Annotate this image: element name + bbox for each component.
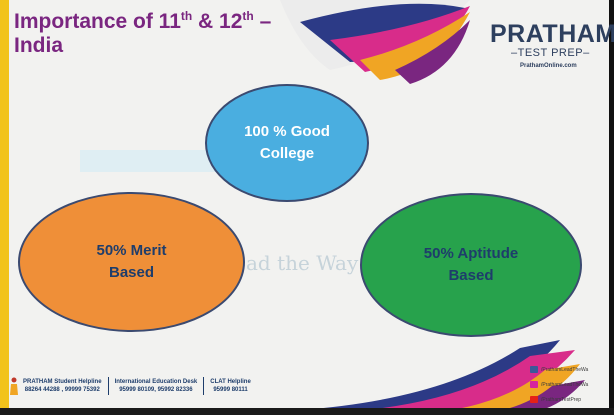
youtube-handle: /PrathamTestPrep bbox=[541, 396, 582, 403]
logo-sub: –TEST PREP– bbox=[511, 47, 590, 59]
student-helpline-title: PRATHAM Student Helpline bbox=[23, 379, 102, 385]
watermark-text: ad the Way bbox=[246, 251, 359, 275]
title-dash: – bbox=[253, 10, 272, 33]
logo-name: PRATHAM bbox=[490, 20, 614, 48]
student-helpline-numbers: 88264 44288 , 99999 75392 bbox=[24, 387, 100, 393]
instagram-handle: /PrathamLeadTheWa bbox=[541, 381, 589, 388]
person-icon bbox=[10, 377, 18, 395]
bubble-merit-based-label: 50% Merit Based bbox=[96, 242, 167, 281]
bubble-merit-based: 50% Merit Based bbox=[18, 192, 245, 332]
title-line-2: India bbox=[14, 34, 64, 57]
bottom-bar bbox=[0, 408, 614, 415]
right-edge bbox=[609, 0, 614, 415]
facebook-handle: /PrathamLeadTheWa bbox=[541, 366, 589, 373]
top-swoosh bbox=[280, 0, 470, 84]
intl-desk-numbers: 95999 80109, 95992 82336 bbox=[119, 387, 193, 393]
slide-title: Importance of 11th & 12th – India bbox=[14, 4, 271, 58]
footer-divider bbox=[203, 377, 205, 395]
footer-divider bbox=[107, 377, 109, 395]
left-accent-bar bbox=[0, 0, 9, 415]
title-text-2: & 12 bbox=[192, 10, 243, 33]
instagram-icon bbox=[530, 381, 538, 388]
clat-helpline-title: CLAT Helpline bbox=[210, 379, 251, 385]
clat-helpline-numbers: 95999 80111 bbox=[213, 387, 248, 393]
bubble-good-college: 100 % Good College bbox=[205, 84, 369, 202]
facebook-icon bbox=[530, 366, 538, 373]
youtube-icon bbox=[530, 396, 538, 403]
social-facebook: /PrathamLeadTheWa bbox=[530, 366, 588, 373]
bubble-good-college-label: 100 % Good College bbox=[244, 123, 330, 162]
bubble-aptitude-based-label: 50% Aptitude Based bbox=[423, 245, 519, 284]
title-sup-1: th bbox=[180, 9, 193, 23]
intl-desk-title: International Education Desk bbox=[114, 379, 198, 385]
social-youtube: /PrathamTestPrep bbox=[530, 396, 581, 403]
bottom-swoosh bbox=[300, 340, 585, 415]
logo-url: PrathamOnline.com bbox=[520, 63, 577, 69]
logo-sub-text: TEST PREP bbox=[517, 47, 584, 59]
student-helpline: PRATHAM Student Helpline 88264 44288 , 9… bbox=[23, 378, 102, 394]
intl-desk: International Education Desk 95999 80109… bbox=[115, 378, 198, 394]
title-sup-2: th bbox=[242, 9, 254, 23]
social-instagram: /PrathamLeadTheWa bbox=[530, 381, 588, 388]
title-text-1: Importance of 11 bbox=[14, 10, 181, 33]
clat-helpline: CLAT Helpline 95999 80111 bbox=[210, 378, 251, 394]
footer-helplines: PRATHAM Student Helpline 88264 44288 , 9… bbox=[9, 375, 251, 397]
bubble-aptitude-based: 50% Aptitude Based bbox=[360, 193, 582, 337]
